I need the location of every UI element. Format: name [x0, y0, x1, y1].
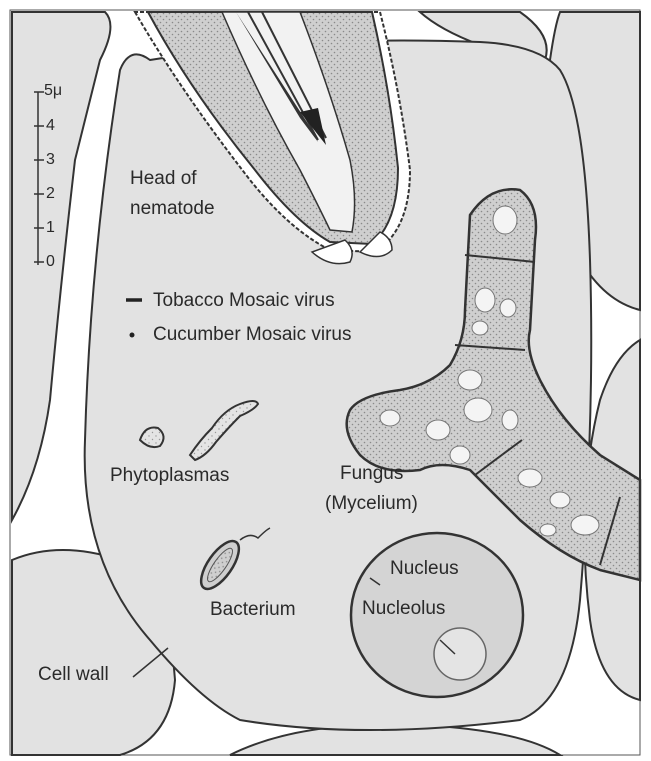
fungus-label-line1: Fungus — [340, 463, 403, 485]
cmv-label: Cucumber Mosaic virus — [153, 324, 352, 346]
nematode-label-line2: nematode — [130, 198, 215, 220]
scale-tick-4: 4 — [46, 117, 55, 135]
bacterium-label: Bacterium — [210, 599, 296, 621]
scale-tick-3: 3 — [46, 151, 55, 169]
nucleus-label: Nucleus — [390, 558, 459, 580]
nucleolus-label: Nucleolus — [362, 598, 445, 620]
cmv-mark — [130, 333, 135, 338]
cell-wall-label: Cell wall — [38, 664, 109, 686]
scale-tick-1: 1 — [46, 219, 55, 237]
scale-tick-5: 5μ — [44, 82, 62, 100]
phytoplasmas-label: Phytoplasmas — [110, 465, 229, 487]
fungus-label-line2: (Mycelium) — [325, 493, 418, 515]
nematode-label-line1: Head of — [130, 168, 197, 190]
scale-tick-2: 2 — [46, 185, 55, 203]
nucleolus — [434, 628, 486, 680]
scale-tick-0: 0 — [46, 253, 55, 271]
tmv-label: Tobacco Mosaic virus — [153, 290, 335, 312]
